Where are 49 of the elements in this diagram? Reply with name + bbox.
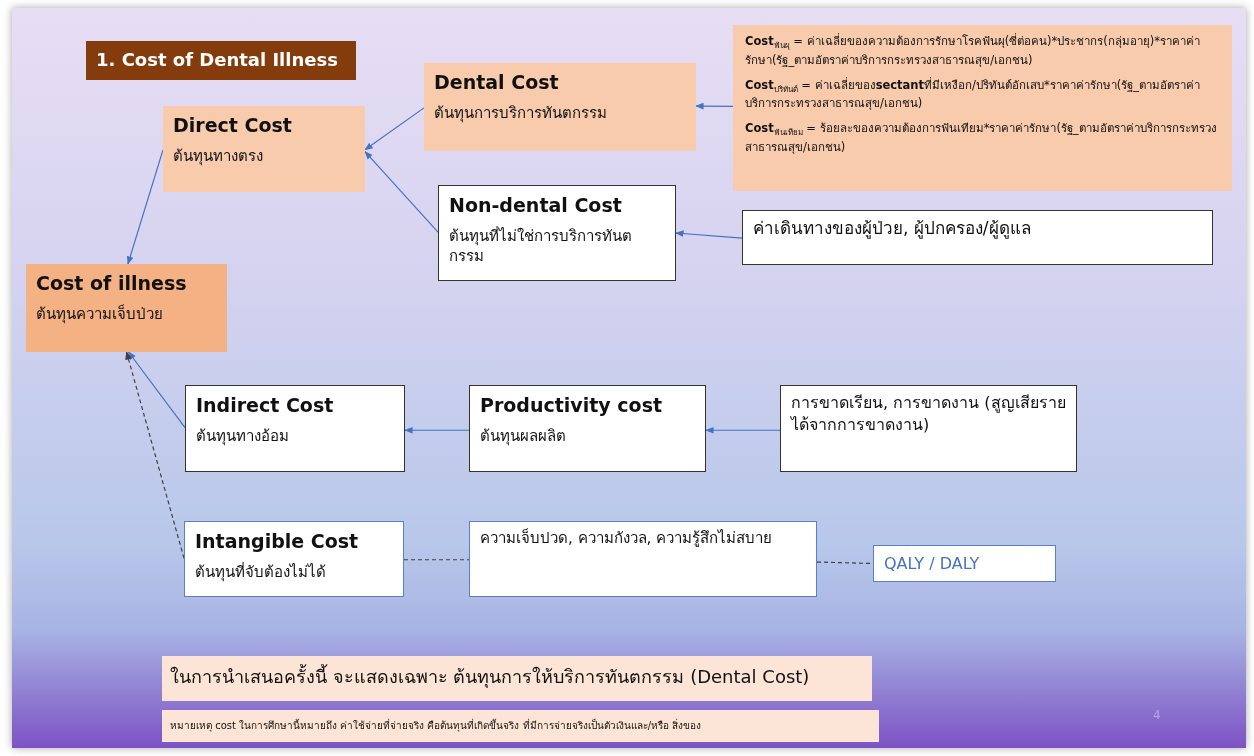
cost-heading: Indirect Cost: [196, 394, 335, 416]
cost-formula: Cost$_{ฟันผุ}$ = ค่าเฉลี่ยของความต้องการรักษาโรคฟันผุ(ซี่ต่อคน)*ประชากร(กลุ่มอายุ)*ราคาค่ารักษา(รัฐ_ตามอัตราค่าบริการกระทรวงสาธารณสุข/เอกชน): [745, 33, 1202, 69]
cost-box: [438, 185, 676, 281]
cost-description: ต้นทุนผลผลิต: [480, 426, 567, 447]
arrow: [695, 102, 734, 110]
cost-box: [184, 521, 404, 597]
formula-box: [733, 25, 1232, 191]
arrow: [126, 149, 164, 265]
connector-line: [403, 559, 470, 561]
text-box: [162, 710, 879, 742]
arrow: [364, 150, 439, 233]
box-text: ในการนำเสนอครั้งนี้ จะแสดงเฉพาะ ต้นทุนการให้บริการทันตกรรม (Dental Cost): [170, 665, 811, 690]
cost-formula: Cost$_{ฟันเทียม}$ = ร้อยละของความต้องการฟันเทียม*ราคาค่ารักษา(รัฐ_ตามอัตราค่าบริการกระทรวงสาธารณสุข/เอกชน): [745, 120, 1218, 156]
cost-heading: Non-dental Cost: [449, 194, 623, 216]
cost-heading: Cost of illness: [36, 272, 188, 294]
arrow: [705, 426, 781, 434]
cost-heading: Productivity cost: [480, 394, 664, 416]
cost-box: [469, 385, 706, 472]
arrow: [364, 107, 425, 151]
page-number: 4: [1153, 708, 1161, 722]
arrow: [675, 230, 743, 239]
cost-box: [163, 106, 365, 192]
cost-description: ต้นทุนทางอ้อม: [196, 426, 290, 447]
cost-box: [424, 63, 696, 151]
text-box: [162, 656, 872, 701]
box-text: QALY / DALY: [884, 553, 981, 575]
box-text: การขาดเรียน, การขาดงาน (สูญเสียรายได้จากการขาดงาน): [791, 392, 1066, 436]
text-box: [873, 545, 1056, 582]
cost-heading: Direct Cost: [173, 114, 293, 136]
cost-heading: Dental Cost: [434, 71, 560, 93]
text-box: [780, 385, 1077, 472]
cost-box: [26, 264, 227, 352]
arrow: [404, 426, 470, 434]
box-text: หมายเหตุ cost ในการศึกษานี้หมายถึง ค่าใช้จ่ายที่จ่ายจริง คือต้นทุนที่เกิดขึ้นจริง ที่มีการจ่ายจริงเป็นตัวเงินและ/หรือ สิ่งของ: [170, 719, 703, 733]
cost-description: ต้นทุนทางตรง: [173, 146, 264, 167]
title-banner: 1. Cost of Dental Illness: [86, 41, 356, 80]
box-text: ค่าเดินทางของผู้ป่วย, ผู้ปกครอง/ผู้ดูแล: [753, 217, 1032, 240]
text-box: [469, 521, 817, 597]
cost-description: ต้นทุนความเจ็บป่วย: [36, 304, 164, 325]
cost-formula: Cost$_{ปริทันต์}$ = ค่าเฉลี่ยของsectantที่มีเหงือก/ปริทันต์อักเสบ*ราคาค่ารักษา(รัฐ_ตามอัตราค่าบริการกระทรวงสาธารณสุข/เอกชน): [745, 76, 1201, 113]
text-box: [742, 210, 1213, 265]
arrow: [127, 351, 186, 429]
cost-description: ต้นทุนการบริการทันตกรรม: [434, 103, 608, 124]
cost-description: ต้นทุนที่จับต้องไม่ได้: [195, 562, 327, 583]
arrow: [125, 351, 185, 559]
cost-box: [185, 385, 405, 472]
cost-description: ต้นทุนที่ไม่ใช่การบริการทันตกรรม: [449, 226, 633, 267]
cost-heading: Intangible Cost: [195, 530, 360, 552]
box-text: ความเจ็บปวด, ความกังวล, ความรู้สึกไม่สบาย: [480, 528, 774, 549]
